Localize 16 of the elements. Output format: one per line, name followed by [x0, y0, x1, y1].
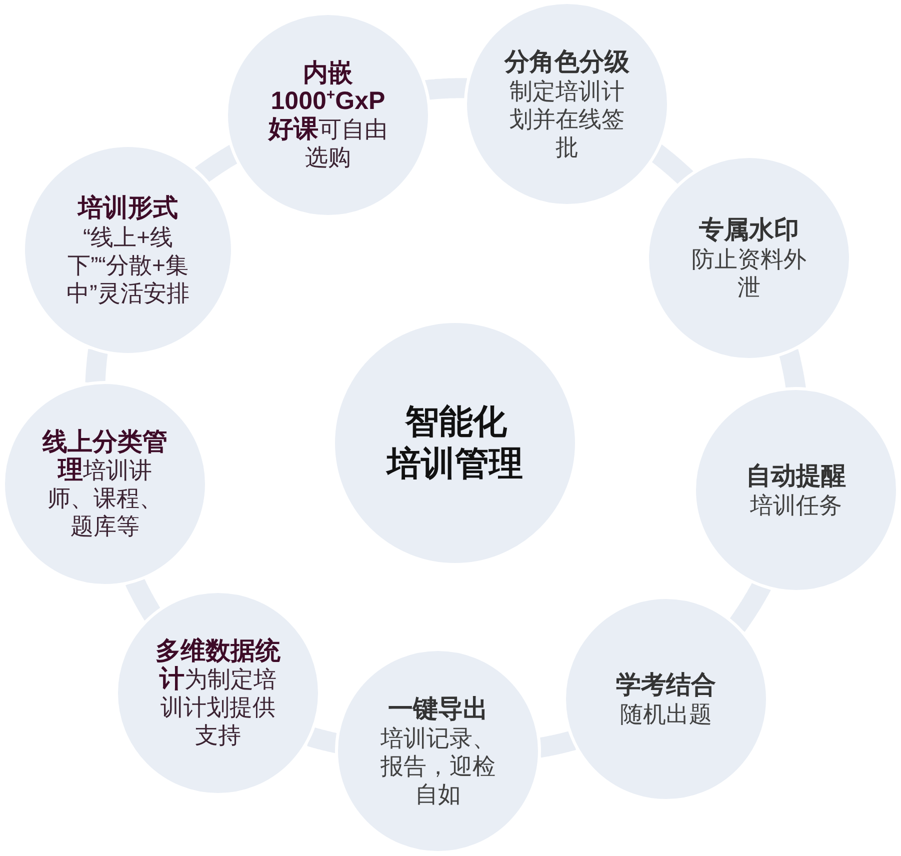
topic-text: 线上分类管理培训讲师、课程、题库等: [41, 428, 168, 540]
topic-heading: 学考结合: [616, 670, 716, 700]
topic-text: “线上+线下”“分散+集中”灵活安排: [66, 223, 190, 307]
topic-heading: 专属水印: [699, 215, 799, 245]
topic-heading: 一键导出: [388, 694, 488, 724]
topic-text: 制定培训计划并在线签批: [508, 77, 626, 161]
topic-text: 培训任务: [750, 491, 842, 519]
topic-heading: 自动提醒: [746, 461, 846, 491]
topic-heading: 培训形式: [78, 193, 178, 223]
topic-text: 内嵌1000$^{+}$GxP好课可自由选购: [266, 59, 388, 171]
hub-title: 智能化培训管理: [386, 402, 524, 485]
topic-text: 培训记录、报告，迎检自如: [380, 724, 496, 808]
topic-text: 防止资料外泄: [690, 245, 808, 301]
topic-heading: 分角色分级: [504, 47, 630, 77]
topic-text: 随机出题: [620, 700, 712, 728]
topic-text: 多维数据统计为制定培训计划提供支持: [154, 637, 282, 749]
